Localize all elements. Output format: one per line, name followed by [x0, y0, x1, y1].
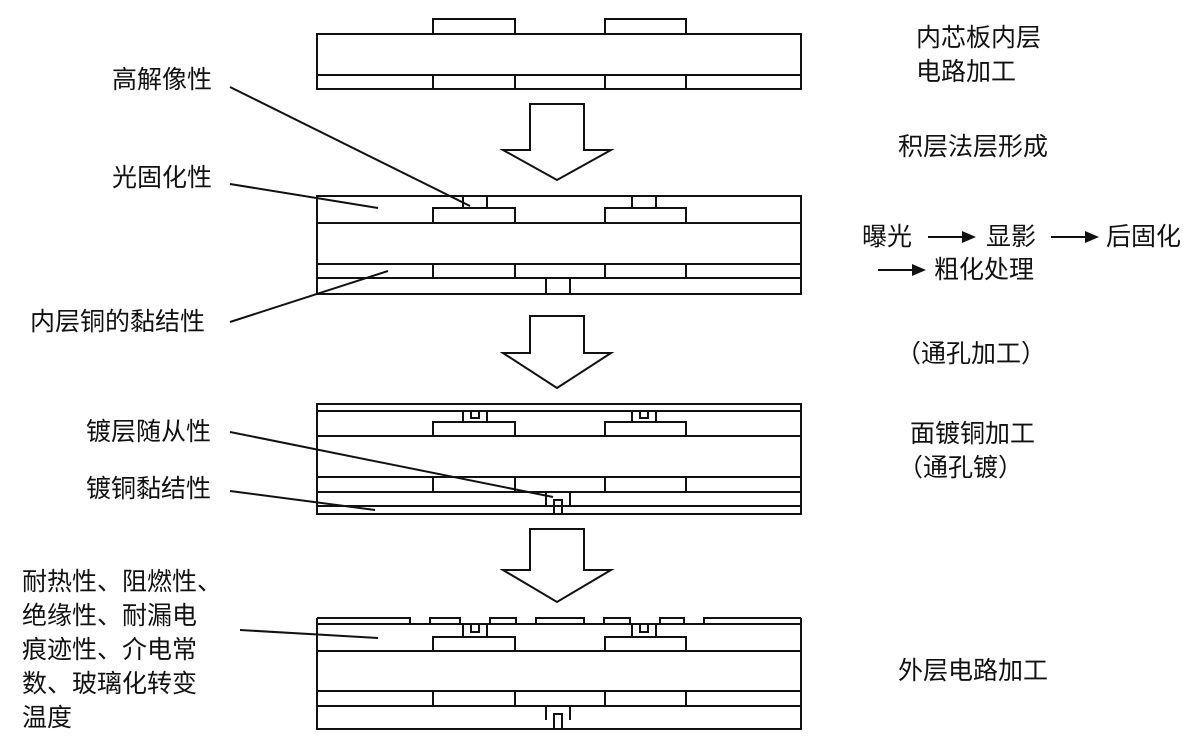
arrow-to-roughening-icon	[912, 264, 926, 276]
flow-arrow-1	[499, 103, 615, 182]
leader-plating-conformity	[229, 431, 554, 498]
prop-dielectric-line3: 痕迹性、介电常	[22, 635, 198, 664]
step-panel-plating-line2: （通孔镀）	[898, 453, 1024, 482]
leader-dielectric-properties	[239, 629, 379, 639]
prop-dielectric-line5: 温度	[22, 703, 73, 732]
leader-photo-curing	[229, 183, 379, 209]
copper-plating-cross-section	[316, 403, 802, 515]
leader-lines	[229, 86, 554, 639]
step-panel-plating-line1: 面镀铜加工	[910, 419, 1036, 448]
prop-inner-copper-adhesion: 内层铜的黏结性	[30, 307, 206, 336]
step-via-drilling: （通孔加工）	[896, 339, 1047, 368]
prop-dielectric-line4: 数、玻璃化转变	[22, 669, 198, 698]
prop-dielectric-line2: 绝缘性、耐漏电	[22, 601, 198, 630]
step-outer-circuit: 外层电路加工	[898, 656, 1049, 685]
step-core-line1: 内芯板内层	[916, 23, 1042, 52]
leader-high-resolution	[229, 86, 471, 207]
core-board-cross-section	[316, 18, 802, 90]
arrow-exposure-to-develop-icon	[962, 231, 976, 243]
step-develop: 显影	[986, 222, 1037, 251]
prop-high-resolution: 高解像性	[112, 65, 213, 94]
arrow-develop-to-postcure-icon	[1085, 231, 1099, 243]
step-build-up: 积层法层形成	[898, 132, 1049, 161]
leader-copper-plating-adhesion	[229, 490, 376, 511]
step-exposure: 曝光	[862, 222, 913, 251]
leader-inner-copper-adhesion	[229, 270, 389, 323]
step-postcure: 后固化	[1106, 222, 1182, 251]
step-core-line2: 电路加工	[916, 57, 1017, 86]
prop-dielectric-line1: 耐热性、阻燃性、	[22, 567, 223, 596]
prop-copper-plating-adhesion: 镀铜黏结性	[86, 474, 212, 503]
step-roughening: 粗化处理	[934, 255, 1035, 284]
build-up-layer-cross-section	[316, 195, 802, 295]
flow-arrow-2	[499, 315, 615, 390]
outer-circuit-cross-section	[316, 617, 802, 730]
prop-plating-conformity: 镀层随从性	[86, 417, 212, 446]
flow-arrow-3	[499, 528, 615, 604]
process-arrows	[878, 231, 1099, 276]
prop-photo-curing: 光固化性	[112, 163, 213, 192]
